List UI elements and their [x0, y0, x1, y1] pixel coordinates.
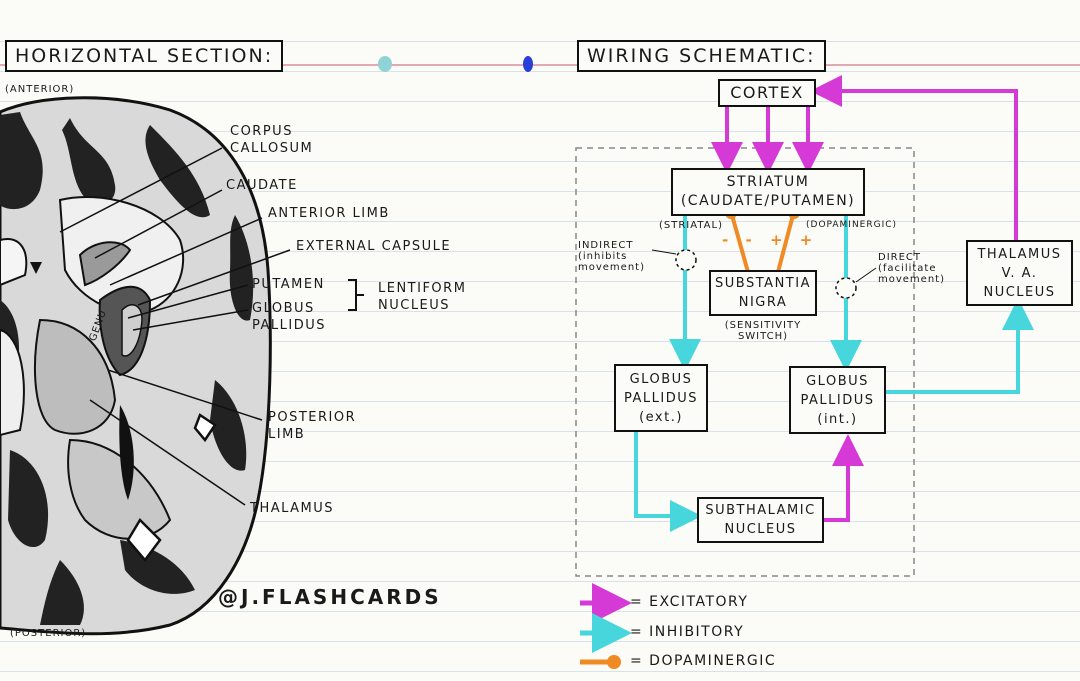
globus-pallidus-int-box: GLOBUS PALLIDUS (int.)	[789, 366, 886, 434]
substantia-nigra-box: SUBSTANTIA NIGRA	[709, 270, 817, 316]
dopaminergic-tag: (DOPAMINERGIC)	[806, 220, 898, 230]
caudate-shape	[78, 241, 132, 287]
indirect-pathway-label: INDIRECT (inhibits movement)	[578, 240, 645, 273]
putamen-label: PUTAMEN	[252, 277, 325, 292]
lentiform-nucleus-label: LENTIFORM NUCLEUS	[378, 281, 467, 313]
posterior-label: (POSTERIOR)	[10, 628, 87, 639]
author-handle: @J.FLASHCARDS	[218, 585, 442, 609]
thalamus-shape	[34, 318, 117, 435]
posterior-limb-label: POSTERIOR LIMB	[268, 410, 357, 442]
marker-dot-blue-small	[523, 56, 533, 72]
basal-ganglia-boundary	[575, 147, 915, 577]
globus-pallidus-shape	[121, 304, 143, 357]
striatal-tag: (STRIATAL)	[659, 220, 723, 231]
left-section-title: HORIZONTAL SECTION:	[5, 40, 284, 72]
right-section-title: WIRING SCHEMATIC:	[577, 40, 826, 72]
legend-dopaminergic-label: = DOPAMINERGIC	[630, 653, 777, 669]
legend-dopaminergic-dot	[607, 655, 621, 669]
excitatory-arrows	[711, 75, 1018, 522]
thalamus-va-nucleus-box: THALAMUS V. A. NUCLEUS	[966, 240, 1073, 306]
thalamus-label: THALAMUS	[250, 501, 335, 516]
globus-pallidus-ext-box: GLOBUS PALLIDUS (ext.)	[614, 364, 708, 432]
caudate-label: CAUDATE	[226, 178, 298, 193]
leader-lines	[59, 147, 291, 506]
inhibitory-arrows	[634, 216, 1034, 532]
dopamine-minus-signs: - -	[722, 231, 758, 249]
sensitivity-switch-label: (SENSITIVITY SWITCH)	[724, 320, 802, 342]
cortex-box: CORTEX	[718, 79, 816, 107]
subthalamic-nucleus-box: SUBTHALAMIC NUCLEUS	[697, 497, 824, 543]
direct-pathway-label: DIRECT (facilitate movement)	[878, 252, 945, 285]
dopamine-plus-signs: + +	[770, 231, 819, 249]
marker-dot-cyan	[378, 56, 392, 72]
anterior-label: (ANTERIOR)	[5, 84, 75, 95]
legend-excitatory-label: = EXCITATORY	[630, 594, 749, 610]
legend-inhibitory-label: = INHIBITORY	[630, 624, 745, 640]
globus-pallidus-label: GLOBUS PALLIDUS	[252, 301, 326, 333]
corpus-callosum-label: CORPUS CALLOSUM	[230, 124, 314, 156]
anterior-limb-label: ANTERIOR LIMB	[268, 206, 390, 221]
external-capsule-label: EXTERNAL CAPSULE	[296, 239, 452, 254]
striatum-box: STRIATUM (CAUDATE/PUTAMEN)	[671, 168, 865, 216]
